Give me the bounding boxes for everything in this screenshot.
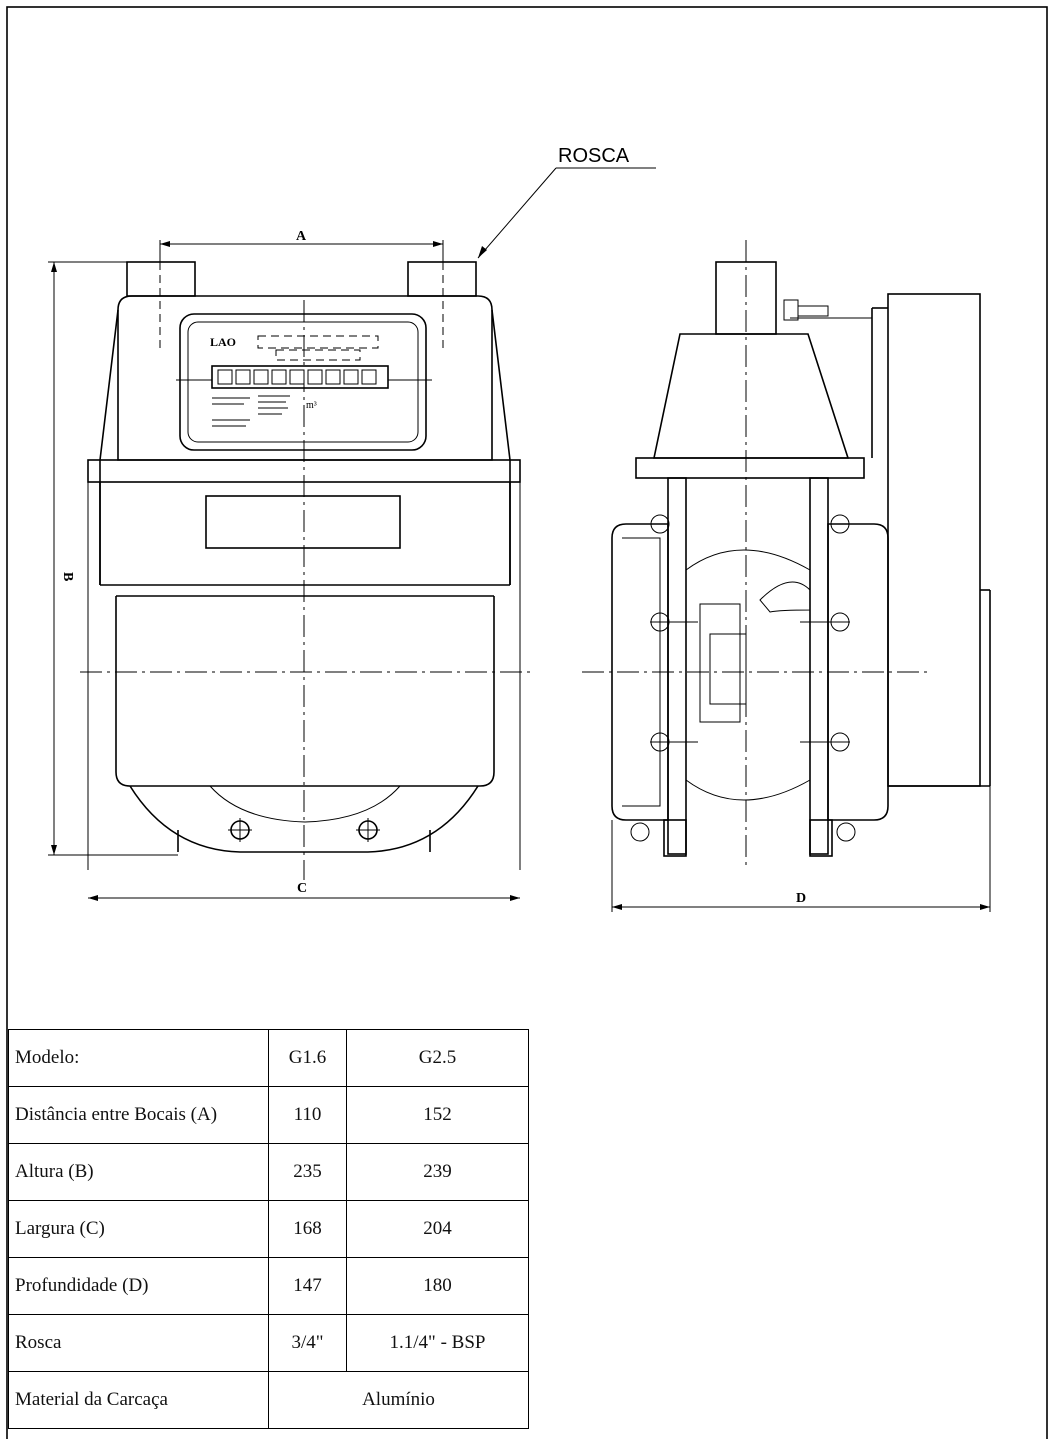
- row-label: Profundidade (D): [8, 1257, 269, 1315]
- side-view: D: [582, 240, 991, 912]
- rear-housing: [887, 293, 981, 787]
- row-value-g25: 1.1/4" - BSP: [346, 1314, 529, 1372]
- left-nozzle: [126, 261, 196, 297]
- left-rib: [667, 477, 687, 855]
- row-value-g16: 110: [268, 1086, 347, 1144]
- row-value-g16: 3/4": [268, 1314, 347, 1372]
- row-value-g25: 180: [346, 1257, 529, 1315]
- material-value: Alumínio: [268, 1371, 529, 1429]
- right-nozzle: [407, 261, 477, 297]
- table-row: Rosca 3/4" 1.1/4" - BSP: [8, 1314, 529, 1372]
- material-row: Material da Carcaça Alumínio: [8, 1371, 529, 1429]
- table-row: Altura (B) 235 239: [8, 1143, 529, 1201]
- header-g16: G1.6: [268, 1029, 347, 1087]
- table-row: Distância entre Bocais (A) 110 152: [8, 1086, 529, 1144]
- header-g25: G2.5: [346, 1029, 529, 1087]
- table-row: Largura (C) 168 204: [8, 1200, 529, 1258]
- right-rib: [809, 477, 829, 855]
- nameplate-frame: [179, 313, 427, 451]
- table-header-row: Modelo: G1.6 G2.5: [8, 1029, 529, 1087]
- row-value-g16: 168: [268, 1200, 347, 1258]
- counter-digits: [217, 369, 377, 385]
- lower-body: [115, 596, 495, 787]
- dimension-label-b: B: [60, 572, 75, 581]
- row-label: Largura (C): [8, 1200, 269, 1258]
- mounting-bolt-right: [356, 818, 380, 842]
- row-value-g16: 147: [268, 1257, 347, 1315]
- dimension-label-c: C: [297, 881, 307, 896]
- material-label: Material da Carcaça: [8, 1371, 269, 1429]
- dome-cover: [653, 333, 850, 459]
- front-view: LAO m³: [48, 145, 656, 901]
- nameplate-unit: m³: [306, 400, 317, 411]
- row-value-g25: 152: [346, 1086, 529, 1144]
- dimension-label-d: D: [796, 891, 806, 906]
- display-window: [205, 495, 401, 549]
- page-border: [6, 6, 1048, 1444]
- rosca-callout-label: ROSCA: [558, 145, 630, 167]
- counter-register: [211, 365, 389, 389]
- upper-body: [117, 295, 493, 461]
- row-label: Altura (B): [8, 1143, 269, 1201]
- dimension-label-a: A: [296, 229, 307, 244]
- nameplate-brand: LAO: [210, 335, 236, 349]
- side-flange: [635, 457, 865, 479]
- mounting-bolt-left: [228, 818, 252, 842]
- table-row: Profundidade (D) 147 180: [8, 1257, 529, 1315]
- header-label: Modelo:: [8, 1029, 269, 1087]
- row-label: Distância entre Bocais (A): [8, 1086, 269, 1144]
- row-value-g25: 239: [346, 1143, 529, 1201]
- row-value-g16: 235: [268, 1143, 347, 1201]
- row-label: Rosca: [8, 1314, 269, 1372]
- side-bolts: [630, 514, 856, 842]
- row-value-g25: 204: [346, 1200, 529, 1258]
- specification-table: Modelo: G1.6 G2.5 Distância entre Bocais…: [8, 1029, 529, 1429]
- rosca-leader: [477, 167, 557, 259]
